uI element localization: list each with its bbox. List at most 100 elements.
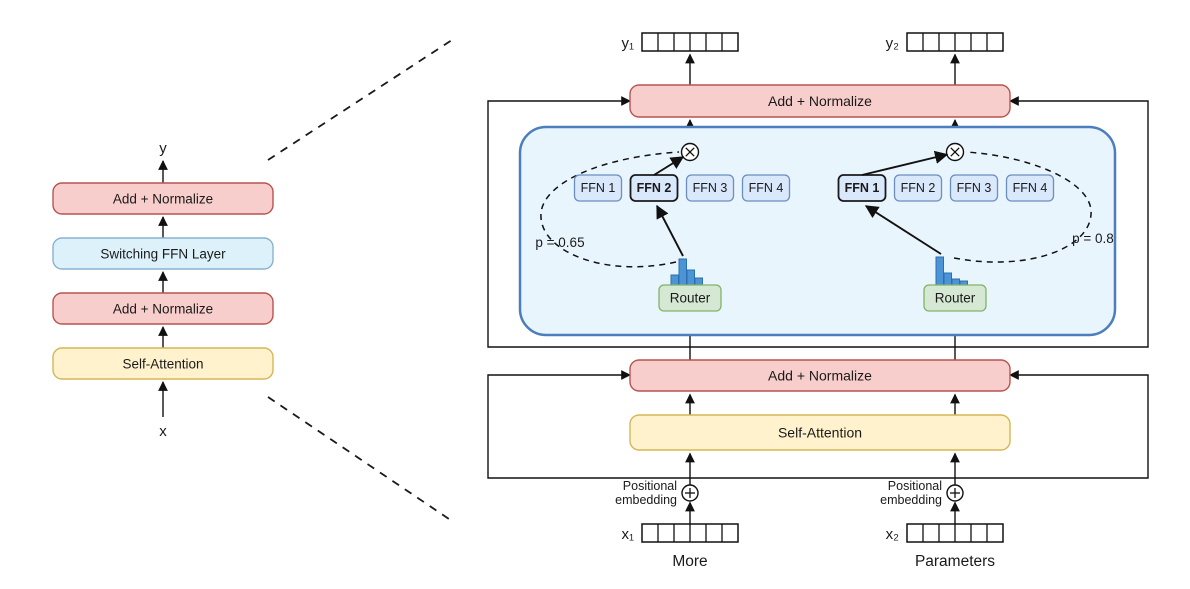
input-token-grid: [641, 523, 739, 543]
add-positional-icon: [681, 484, 699, 502]
multiply-gate-icon: [945, 142, 965, 162]
zoom-connector-top: [267, 39, 453, 161]
ffn-box: [1005, 174, 1055, 202]
detail-diagram: Add + Normalize y₁ y₂: [487, 32, 1149, 570]
positional-embedding-1: Positional embedding: [615, 479, 699, 507]
router-box: [923, 284, 987, 312]
positional-embedding-text: Positional: [623, 479, 677, 493]
detail-add-normalize-bottom: Add + Normalize: [629, 359, 1011, 392]
ffn-expert-4: FFN 4: [741, 174, 791, 202]
expert-group-left: p = 0.65 FFN 1 FFN 2 FFN 3 FFN 4: [535, 142, 791, 312]
router-probability-bar: [686, 269, 695, 286]
input-token-grid: [906, 523, 1004, 543]
residual-skip-attention: [487, 370, 1149, 479]
ffn-label: FFN 1: [581, 181, 616, 195]
router-box: [658, 284, 722, 312]
input2-label: x₂: [886, 526, 900, 543]
ffn-expert-2: FFN 2: [893, 174, 943, 202]
output-token-1: y₁: [621, 32, 739, 52]
ffn-label: FFN 1: [845, 181, 880, 195]
overview-add-normalize-top: Add + Normalize: [52, 182, 274, 215]
overview-stack: y Add + Normalize Switching FFN Layer Ad…: [52, 140, 274, 440]
probability-label: p = 0.8: [1072, 231, 1114, 246]
self-attention-label: Self-Attention: [778, 425, 862, 441]
input-token-2: x₂ Parameters: [886, 523, 1004, 570]
router-probability-bar: [694, 277, 703, 286]
input-token-word: More: [672, 553, 707, 570]
ffn-expert-4: FFN 4: [1005, 174, 1055, 202]
ffn-expert-2-selected: FFN 2: [629, 174, 679, 202]
residual-skip-ffn: [487, 96, 1149, 348]
add-normalize-box: [629, 84, 1011, 118]
router-probability-bar: [935, 256, 944, 286]
detail-self-attention: Self-Attention: [629, 414, 1011, 451]
output-token-grid: [906, 32, 1004, 52]
router-label: Router: [935, 291, 976, 306]
add-normalize-label: Add + Normalize: [113, 192, 213, 207]
switching-ffn-box: [52, 237, 274, 270]
ffn-expert-1-selected: FFN 1: [837, 174, 887, 202]
ffn-box: [573, 174, 623, 202]
router-left: Router: [658, 284, 722, 312]
positional-embedding-text: embedding: [615, 493, 677, 507]
zoom-connector-bottom: [267, 396, 453, 522]
expert-group-right: p = 0.8 FFN 1 FFN 2 FFN 3 FFN 4: [837, 142, 1114, 312]
router-select-arrow: [656, 204, 684, 257]
router-right: Router: [923, 284, 987, 312]
ffn-label: FFN 4: [1013, 181, 1048, 195]
self-attention-label: Self-Attention: [122, 357, 203, 372]
ffn-expert-3: FFN 3: [949, 174, 999, 202]
switching-ffn-container: [518, 125, 1117, 337]
router-probability-bar: [951, 278, 960, 286]
switching-ffn-label: Switching FFN Layer: [100, 247, 226, 262]
gate-probability-loop: [540, 151, 680, 268]
input-token-word: Parameters: [915, 553, 995, 570]
router-select-arrow: [864, 205, 942, 255]
ffn-expert-1: FFN 1: [573, 174, 623, 202]
overview-output-label: y: [159, 140, 167, 157]
overview-add-normalize-bottom: Add + Normalize: [52, 292, 274, 325]
overview-self-attention: Self-Attention: [52, 347, 274, 380]
ffn-label: FFN 4: [749, 181, 784, 195]
input1-label: x₁: [621, 526, 634, 543]
ffn-to-gate-arrow: [653, 156, 685, 176]
add-normalize-label: Add + Normalize: [113, 302, 213, 317]
output2-label: y₂: [886, 35, 900, 52]
router-probability-bar: [678, 258, 687, 286]
gate-cross: [685, 147, 695, 157]
ffn-label: FFN 2: [637, 181, 672, 195]
positional-embedding-text: embedding: [880, 493, 942, 507]
add-normalize-box: [52, 182, 274, 215]
add-normalize-label: Add + Normalize: [768, 93, 872, 109]
ffn-label: FFN 3: [957, 181, 992, 195]
router-label: Router: [670, 291, 711, 306]
add-positional-icon: [946, 484, 964, 502]
ffn-box: [741, 174, 791, 202]
detail-add-normalize-top: Add + Normalize: [629, 84, 1011, 118]
probability-label: p = 0.65: [535, 235, 584, 250]
ffn-label: FFN 3: [693, 181, 728, 195]
gate-cross: [950, 147, 960, 157]
overview-input-label: x: [159, 423, 167, 440]
positional-embedding-text: Positional: [888, 479, 942, 493]
ffn-box: [685, 174, 735, 202]
output1-label: y₁: [621, 35, 634, 52]
add-normalize-box: [52, 292, 274, 325]
router-probability-bar: [670, 274, 679, 286]
router-probability-bar: [943, 272, 952, 286]
ffn-box: [893, 174, 943, 202]
multiply-gate-icon: [680, 142, 700, 162]
self-attention-box: [629, 414, 1011, 451]
ffn-label: FFN 2: [901, 181, 936, 195]
output-token-grid: [641, 32, 739, 52]
positional-embedding-2: Positional embedding: [880, 479, 964, 507]
overview-switching-ffn-layer: Switching FFN Layer: [52, 237, 274, 270]
output-token-2: y₂: [886, 32, 1004, 52]
input-token-1: x₁ More: [621, 523, 739, 570]
add-normalize-box: [629, 359, 1011, 392]
self-attention-box: [52, 347, 274, 380]
ffn-expert-3: FFN 3: [685, 174, 735, 202]
ffn-box: [949, 174, 999, 202]
